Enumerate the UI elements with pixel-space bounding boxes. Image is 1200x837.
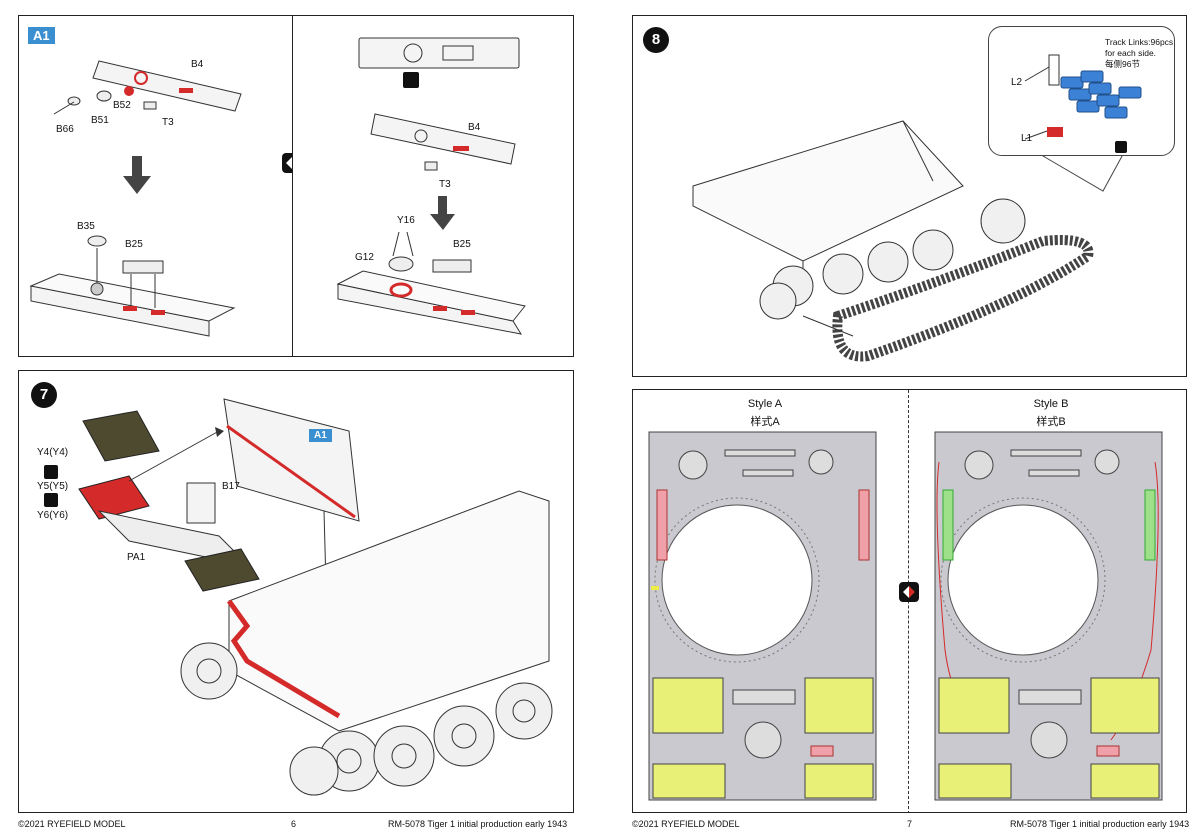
step-8-panel: 8 Track Links:96pcs for each side. <box>632 15 1187 377</box>
step-a1-right-illustration <box>336 37 526 335</box>
step-7-ref-badge: A1 <box>309 429 332 442</box>
footer-page-number: 7 <box>907 819 913 829</box>
part-label-l2: L2 <box>1011 77 1023 88</box>
step-8-number: 8 <box>643 27 669 53</box>
footer-copyright: ©2021 RYEFIELD MODEL <box>632 819 740 829</box>
part-label-b17: B17 <box>222 481 240 492</box>
styles-panel: Style A 样式A Style B 样式B <box>632 389 1187 813</box>
track-links-count: Track Links:96pcs for each side. 每侧96节 <box>1105 37 1174 69</box>
part-label-pa1: PA1 <box>127 552 146 563</box>
part-label-g12: G12 <box>355 252 374 263</box>
part-label-b51: B51 <box>91 115 109 126</box>
attach-icon <box>44 493 58 507</box>
track-callout: Track Links:96pcs for each side. 每侧96节 L… <box>988 26 1175 156</box>
style-b-deck <box>934 431 1163 801</box>
part-label-y6: Y6(Y6) <box>37 510 69 521</box>
style-a-title: Style A <box>747 398 783 410</box>
step-a1-left-panel: A1 B4 B52 B51 B66 T3 B35 B25 <box>18 15 293 357</box>
part-label-t3: T3 <box>162 117 174 128</box>
step-a1-badge: A1 <box>28 27 55 44</box>
track-links-drawing <box>1024 54 1142 153</box>
style-a-subtitle: 样式A <box>750 416 780 428</box>
style-a-deck <box>648 431 877 801</box>
part-label-y5: Y5(Y5) <box>37 481 69 492</box>
part-label-l1: L1 <box>1021 133 1033 144</box>
step-a1-right-panel: B4 T3 Y16 G12 B25 <box>292 15 574 357</box>
step-8-illustration <box>692 79 1134 362</box>
footer-copyright: ©2021 RYEFIELD MODEL <box>18 819 126 829</box>
part-label-y4: Y4(Y4) <box>37 447 69 458</box>
part-label-b4: B4 <box>468 122 481 133</box>
step-7-panel: 7 A1 Y4(Y4) Y5(Y5) Y6(Y <box>18 370 574 813</box>
footer-page-number: 6 <box>291 819 297 829</box>
step-a1-left-illustration <box>29 60 242 337</box>
part-label-b35: B35 <box>77 221 95 232</box>
alternative-swap-icon <box>899 582 919 602</box>
step-7-number: 7 <box>31 382 57 408</box>
part-label-b52: B52 <box>113 100 131 111</box>
style-b-subtitle: 样式B <box>1036 416 1066 428</box>
part-label-y16: Y16 <box>397 215 415 226</box>
style-b-title: Style B <box>1033 398 1069 410</box>
attach-icon <box>44 465 58 479</box>
part-label-b25: B25 <box>453 239 471 250</box>
part-label-b4: B4 <box>191 59 204 70</box>
engine-deck-styles <box>648 431 1163 801</box>
footer-product: RM-5078 Tiger 1 initial production early… <box>1010 819 1190 829</box>
footer-product: RM-5078 Tiger 1 initial production early… <box>388 819 568 829</box>
step-7-illustration <box>78 398 553 796</box>
part-label-b66: B66 <box>56 124 74 135</box>
part-label-b25: B25 <box>125 239 143 250</box>
part-label-t3: T3 <box>439 179 451 190</box>
